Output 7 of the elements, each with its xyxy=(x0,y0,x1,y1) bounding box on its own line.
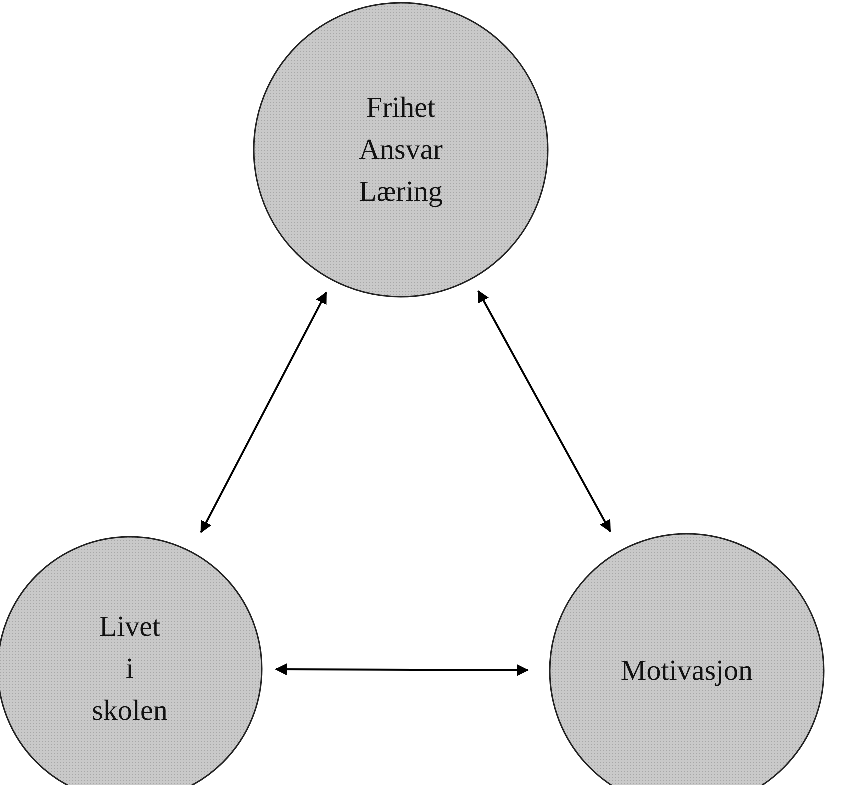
circle-node xyxy=(253,2,549,298)
double-arrow xyxy=(478,290,612,532)
node-label: Motivasjon xyxy=(620,654,754,689)
node-label: Frihet Ansvar Læring xyxy=(359,90,443,210)
double-arrow xyxy=(200,292,328,534)
node-label: Livet i skolen xyxy=(92,610,168,730)
double-arrow xyxy=(275,664,529,676)
